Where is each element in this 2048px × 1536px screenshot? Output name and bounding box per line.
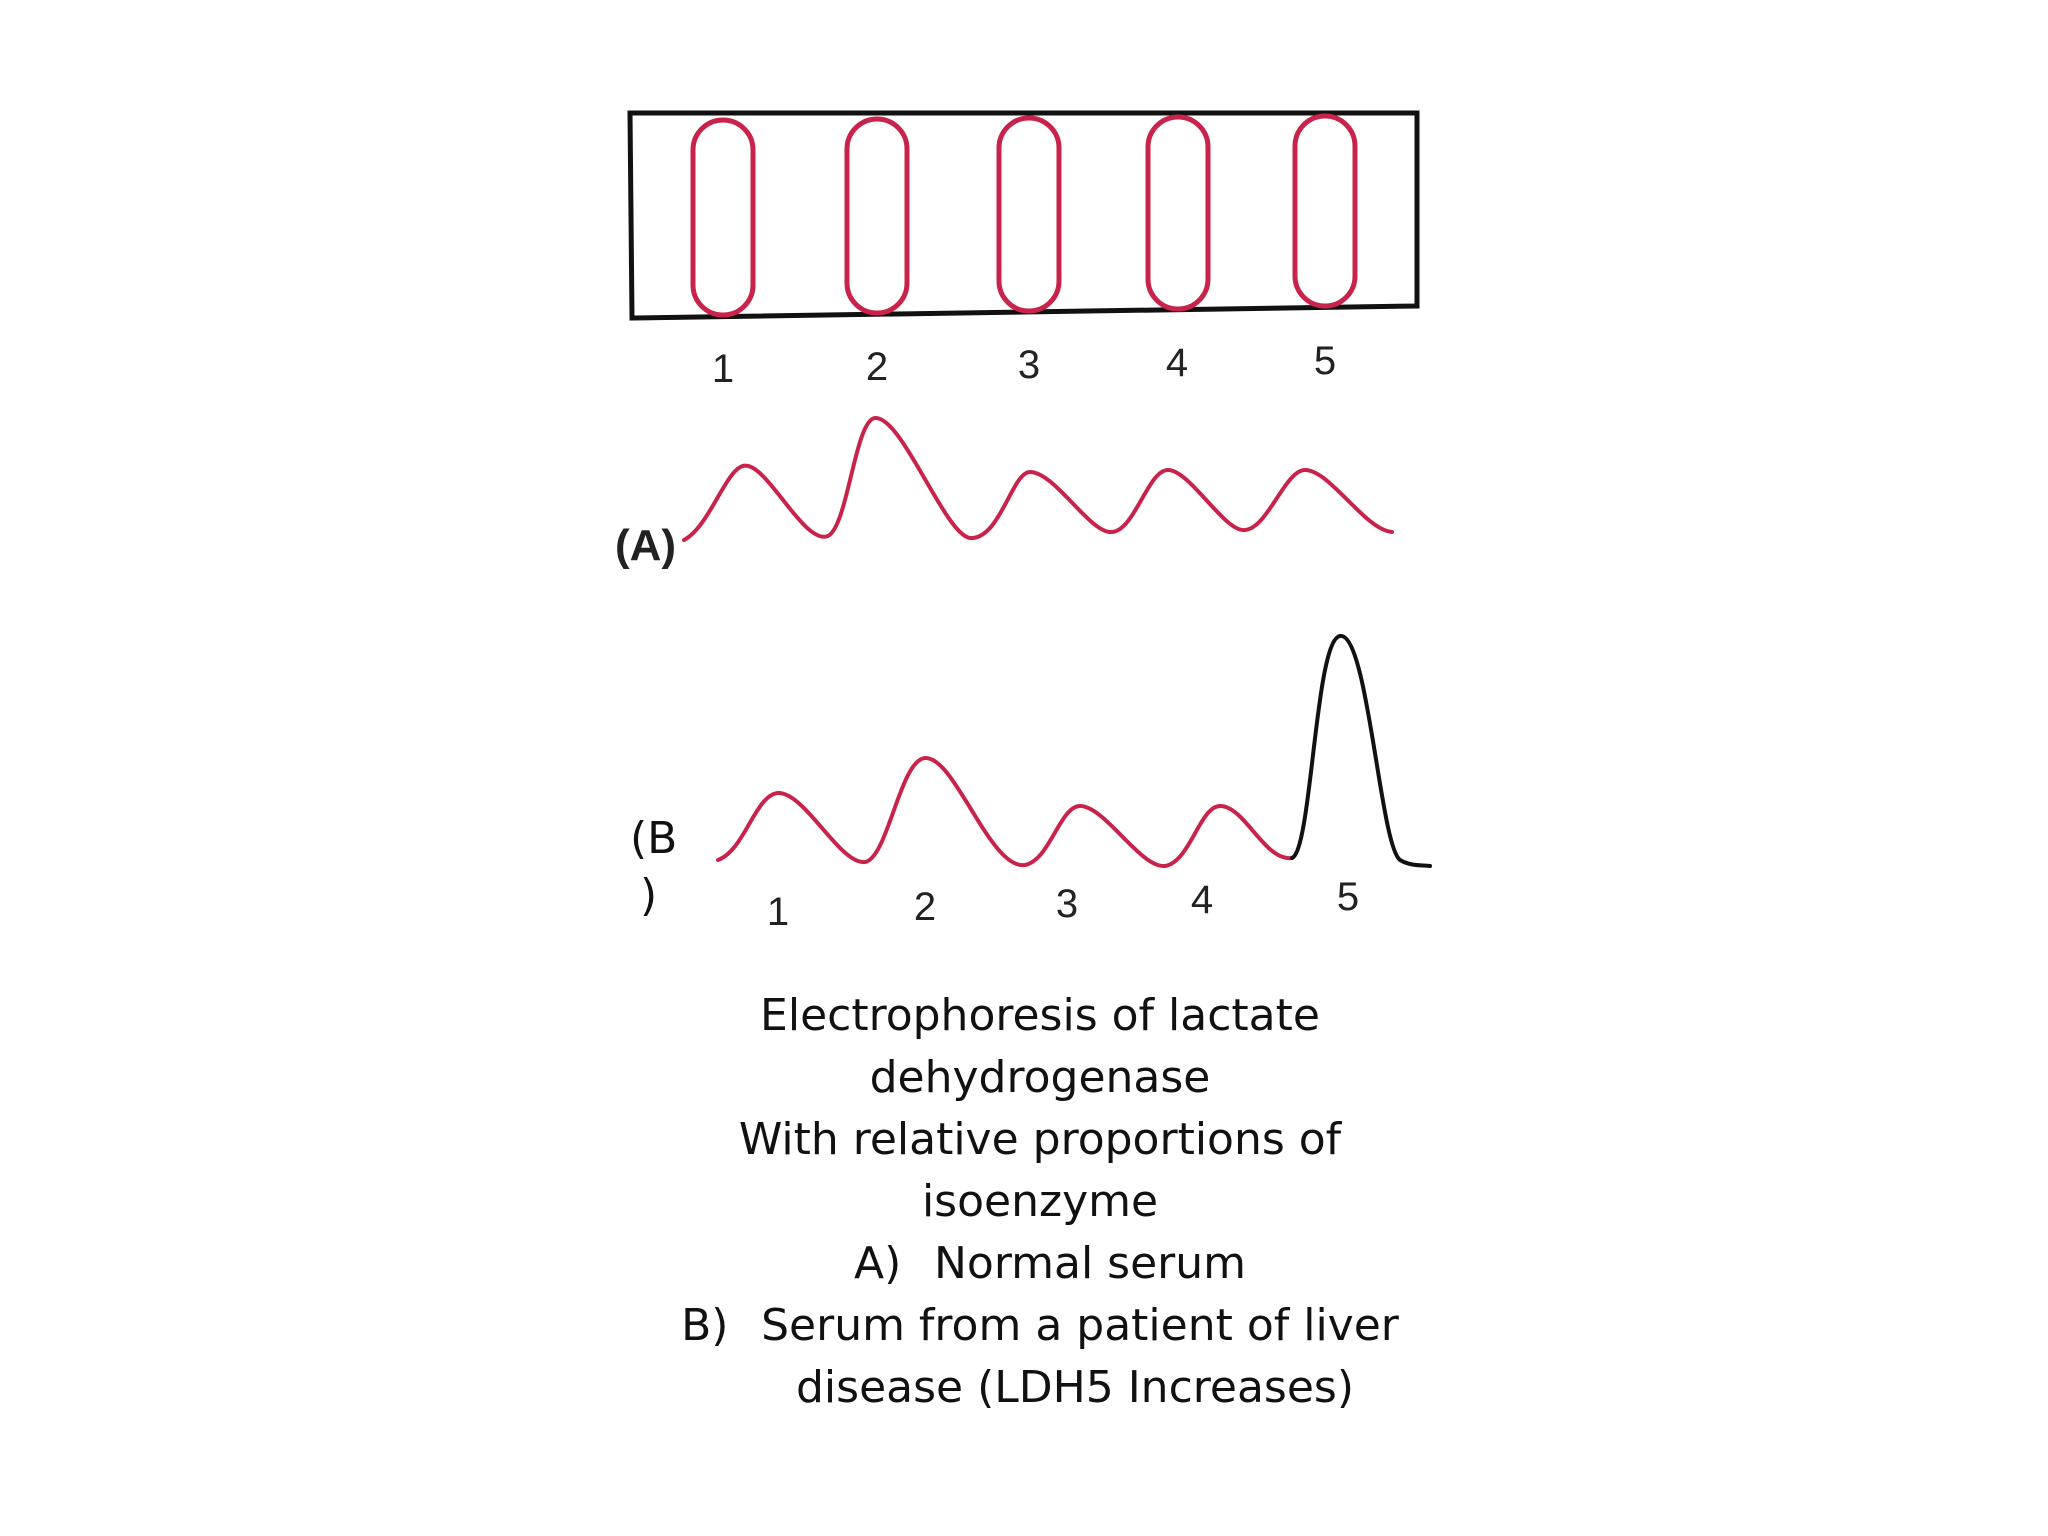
list-marker: A): [853, 1238, 902, 1289]
lane-numbers: 1 2 3 4 5: [712, 339, 1336, 391]
band-4: [1145, 114, 1211, 312]
band-5: [1292, 113, 1358, 309]
panel-b-label-line1: (B: [630, 813, 677, 864]
peak-number: 4: [1191, 878, 1213, 922]
lane-number: 2: [866, 345, 888, 389]
lane-number: 5: [1314, 339, 1336, 383]
caption-item-b-continued: disease (LDH5 Increases): [795, 1362, 1354, 1413]
peak-number: 3: [1056, 882, 1078, 926]
trace-b: [716, 755, 1294, 868]
gel-bands: [690, 113, 1358, 318]
peak-number: 1: [767, 890, 789, 934]
band-2: [844, 116, 910, 316]
band-3: [996, 115, 1062, 314]
lane-number: 4: [1166, 341, 1188, 385]
caption-item-a: A) Normal serum: [560, 1233, 1520, 1295]
caption-line: With relative proportions of: [738, 1114, 1342, 1165]
band-1: [690, 117, 756, 318]
caption-item-text: Serum from a patient of liver: [761, 1300, 1399, 1351]
caption-line: Electrophoresis of lactate: [760, 990, 1320, 1041]
peak-number: 5: [1337, 875, 1359, 919]
lane-number: 1: [712, 347, 734, 391]
lane-number: 3: [1018, 343, 1040, 387]
peak-number: 2: [914, 885, 936, 929]
caption-line: dehydrogenase: [869, 1052, 1211, 1103]
caption-line: isoenzyme: [921, 1176, 1159, 1227]
panel-a-label: (A): [615, 521, 676, 570]
trace-a: [682, 415, 1394, 542]
figure-caption: Electrophoresis of lactate dehydrogenase…: [560, 985, 1520, 1419]
caption-item-text: Normal serum: [933, 1238, 1247, 1289]
panel-b-numbers: 1 2 3 4 5: [767, 875, 1359, 934]
caption-item-b: B) Serum from a patient of liver: [560, 1295, 1520, 1357]
panel-b-label-line2: ): [640, 870, 657, 921]
list-marker: B): [681, 1300, 729, 1351]
gel-strip-frame: [627, 110, 1420, 321]
trace-b-peak5: [1290, 634, 1432, 868]
